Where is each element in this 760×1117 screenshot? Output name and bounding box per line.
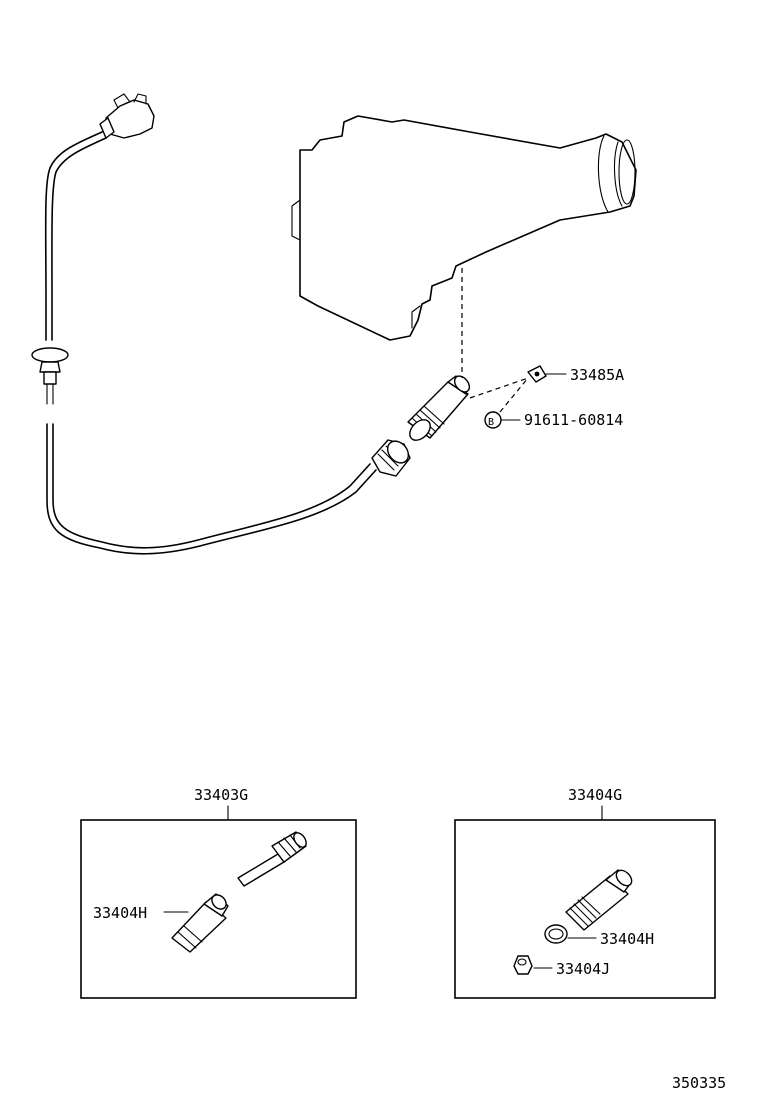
kit-left-title: 33403G: [194, 786, 248, 804]
bolt-marker: B: [488, 417, 494, 428]
kit-left-label: 33404H: [93, 904, 147, 922]
kit-right: 33404G 33404H 33404J: [454, 786, 716, 999]
driven-gear-sleeve: [407, 375, 471, 441]
kit-right-title: 33404G: [568, 786, 622, 804]
assembly-guides: [461, 268, 529, 413]
cable-connector: [105, 99, 155, 139]
kit-right-frame: [454, 819, 716, 999]
driven-gear: [237, 831, 307, 887]
speedometer-cable: [31, 93, 411, 555]
o-ring: [544, 924, 568, 944]
transmission-housing: [291, 115, 637, 341]
kit-right-seal-label: 33404J: [556, 960, 610, 978]
callout-bolt: 91611-60814: [524, 411, 623, 429]
clip-part: 33485A: [527, 365, 624, 384]
kit-left-frame: [80, 819, 357, 999]
callout-clip: 33485A: [570, 366, 624, 384]
sleeve: [171, 893, 229, 953]
cable-nut: [371, 439, 411, 477]
sleeve-assembly: [565, 869, 633, 931]
kit-right-oring-label: 33404H: [600, 930, 654, 948]
cable-grommet: [31, 347, 69, 363]
kit-left: 33403G 33404H: [80, 786, 357, 999]
bolt-part: B 91611-60814: [484, 411, 623, 429]
diagram-id: 350335: [672, 1074, 726, 1092]
seal: [513, 955, 533, 975]
